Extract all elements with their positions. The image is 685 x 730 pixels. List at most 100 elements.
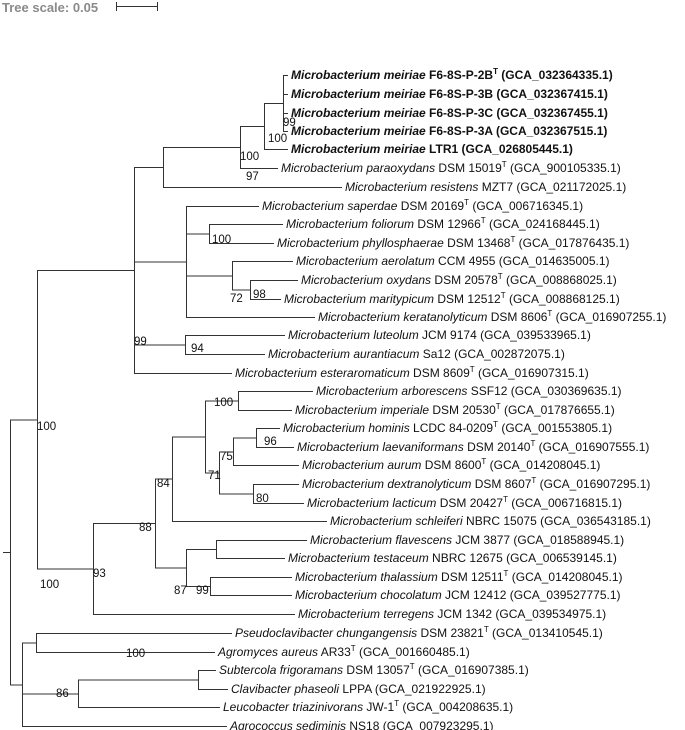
- bootstrap-value: 96: [264, 436, 277, 448]
- accession-number: (GCA_008868025.1): [503, 273, 617, 287]
- taxon-label: Microbacterium testaceum NBRC 12675 (GCA…: [288, 551, 617, 565]
- strain-name: DSM 20427: [436, 496, 503, 510]
- accession-number: (GCA_017876655.1): [501, 403, 615, 417]
- accession-number: (GCA_007923295.1): [379, 719, 493, 730]
- species-name: Leucobacter triazinivorans: [223, 700, 363, 714]
- accession-number: (GCA_032364335.1): [498, 68, 613, 82]
- accession-number: (GCA_018588945.1): [510, 533, 624, 547]
- taxon-labels: Microbacterium meiriae F6-8S-P-2BT (GCA_…: [217, 67, 666, 730]
- species-name: Pseudoclavibacter chungangensis: [235, 626, 417, 640]
- strain-name: NBRC 15075: [463, 514, 537, 528]
- type-strain-marker: T: [493, 67, 498, 76]
- species-name: Microbacterium aurum: [302, 458, 421, 472]
- strain-name: DSM 8607: [471, 477, 531, 491]
- species-name: Microbacterium meiriae: [291, 124, 426, 138]
- species-name: Microbacterium chocolatum: [295, 588, 442, 602]
- taxon-label: Microbacterium foliorum DSM 12966T (GCA_…: [286, 216, 600, 231]
- strain-name: DSM 12966: [414, 217, 481, 231]
- strain-name: F6-8S-P-3C: [426, 106, 494, 120]
- strain-name: F6-8S-P-3B: [426, 87, 494, 101]
- type-strain-marker: T: [493, 420, 498, 429]
- taxon-label: Microbacterium meiriae F6-8S-P-3B (GCA_0…: [291, 87, 608, 101]
- species-name: Microbacterium laevaniformans: [297, 440, 464, 454]
- strain-name: Sa12: [419, 347, 451, 361]
- species-name: Microbacterium maritypicum: [284, 292, 434, 306]
- species-name: Microbacterium flavescens: [310, 533, 452, 547]
- strain-name: DSM 15019: [435, 161, 502, 175]
- bootstrap-value: 100: [212, 234, 231, 246]
- type-strain-marker: T: [470, 365, 475, 374]
- accession-number: (GCA_006716345.1): [469, 199, 583, 213]
- bootstrap-value: 100: [126, 648, 145, 660]
- type-strain-marker: T: [498, 272, 503, 281]
- species-name: Microbacterium thalassium: [295, 570, 438, 584]
- accession-number: (GCA_016907555.1): [535, 440, 649, 454]
- species-name: Microbacterium meiriae: [291, 142, 426, 156]
- species-name: Microbacterium aurantiacum: [268, 347, 419, 361]
- taxon-label: Microbacterium chocolatum JCM 12412 (GCA…: [295, 588, 621, 602]
- strain-name: SSF12: [467, 384, 507, 398]
- strain-name: CCM 4955: [435, 254, 496, 268]
- taxon-label: Microbacterium arborescens SSF12 (GCA_03…: [316, 384, 622, 398]
- type-strain-marker: T: [530, 439, 535, 448]
- species-name: Microbacterium meiriae: [291, 106, 426, 120]
- taxon-label: Microbacterium terregens JCM 1342 (GCA_0…: [298, 607, 606, 621]
- taxon-label: Microbacterium hominis LCDC 84-0209T (GC…: [283, 420, 612, 435]
- type-strain-marker: T: [504, 569, 509, 578]
- accession-number: (GCA_021922925.1): [372, 682, 486, 696]
- bootstrap-value: 71: [208, 470, 221, 482]
- accession-number: (GCA_006539145.1): [503, 551, 617, 565]
- bootstrap-value: 100: [214, 397, 233, 409]
- species-name: Microbacterium dextranolyticum: [302, 477, 471, 491]
- taxon-label: Microbacterium lacticum DSM 20427T (GCA_…: [307, 495, 622, 510]
- species-name: Agrococcus sediminis: [229, 719, 346, 730]
- strain-name: DSM 23821: [417, 626, 484, 640]
- taxon-label: Microbacterium meiriae F6-8S-P-2BT (GCA_…: [291, 67, 613, 82]
- type-strain-marker: T: [481, 457, 486, 466]
- strain-name: DSM 8600: [421, 458, 481, 472]
- tree-scale-bar: [116, 2, 158, 11]
- accession-number: (GCA_026805445.1): [458, 142, 573, 156]
- accession-number: (GCA_036543185.1): [537, 514, 651, 528]
- taxon-label: Subtercola frigoramans DSM 13057T (GCA_0…: [219, 662, 529, 677]
- bootstrap-value: 100: [37, 421, 56, 433]
- taxon-label: Microbacterium oxydans DSM 20578T (GCA_0…: [301, 272, 617, 287]
- bootstrap-value: 99: [134, 336, 147, 348]
- accession-number: (GCA_016907385.1): [415, 663, 529, 677]
- taxon-label: Microbacterium resistens MZT7 (GCA_02117…: [345, 180, 626, 194]
- taxon-label: Microbacterium meiriae F6-8S-P-3A (GCA_0…: [291, 124, 607, 138]
- strain-name: DSM 20140: [464, 440, 531, 454]
- accession-number: (GCA_014635005.1): [495, 254, 609, 268]
- strain-name: DSM 8609: [410, 366, 470, 380]
- species-name: Subtercola frigoramans: [219, 663, 343, 677]
- accession-number: (GCA_016907315.1): [475, 366, 589, 380]
- bootstrap-value: 80: [256, 493, 269, 505]
- type-strain-marker: T: [501, 291, 506, 300]
- bootstrap-values: 9910010097100987294991009675718010084888…: [37, 117, 296, 700]
- taxon-label: Microbacterium phyllosphaerae DSM 13468T…: [277, 235, 629, 250]
- accession-number: (GCA_014208045.1): [486, 458, 600, 472]
- strain-name: F6-8S-P-3A: [426, 124, 494, 138]
- type-strain-marker: T: [510, 235, 515, 244]
- strain-name: JW-1: [363, 700, 394, 714]
- type-strain-marker: T: [503, 495, 508, 504]
- strain-name: LPPA: [339, 682, 372, 696]
- species-name: Microbacterium resistens: [345, 180, 478, 194]
- strain-name: DSM 12511: [438, 570, 504, 584]
- bootstrap-value: 86: [56, 688, 69, 700]
- bootstrap-value: 99: [283, 117, 296, 129]
- accession-number: (GCA_016907255.1): [552, 310, 666, 324]
- accession-number: (GCA_002872075.1): [451, 347, 565, 361]
- taxon-label: Microbacterium flavescens JCM 3877 (GCA_…: [310, 533, 624, 547]
- species-name: Microbacterium paraoxydans: [281, 161, 435, 175]
- strain-name: JCM 1342: [434, 607, 492, 621]
- species-name: Microbacterium meiriae: [291, 87, 426, 101]
- type-strain-marker: T: [464, 198, 469, 207]
- accession-number: (GCA_001553805.1): [498, 421, 612, 435]
- accession-number: (GCA_030369635.1): [507, 384, 621, 398]
- strain-name: NBRC 12675: [429, 551, 503, 565]
- accession-number: (GCA_001660485.1): [356, 645, 470, 659]
- type-strain-marker: T: [481, 216, 486, 225]
- strain-name: JCM 9174: [419, 328, 477, 342]
